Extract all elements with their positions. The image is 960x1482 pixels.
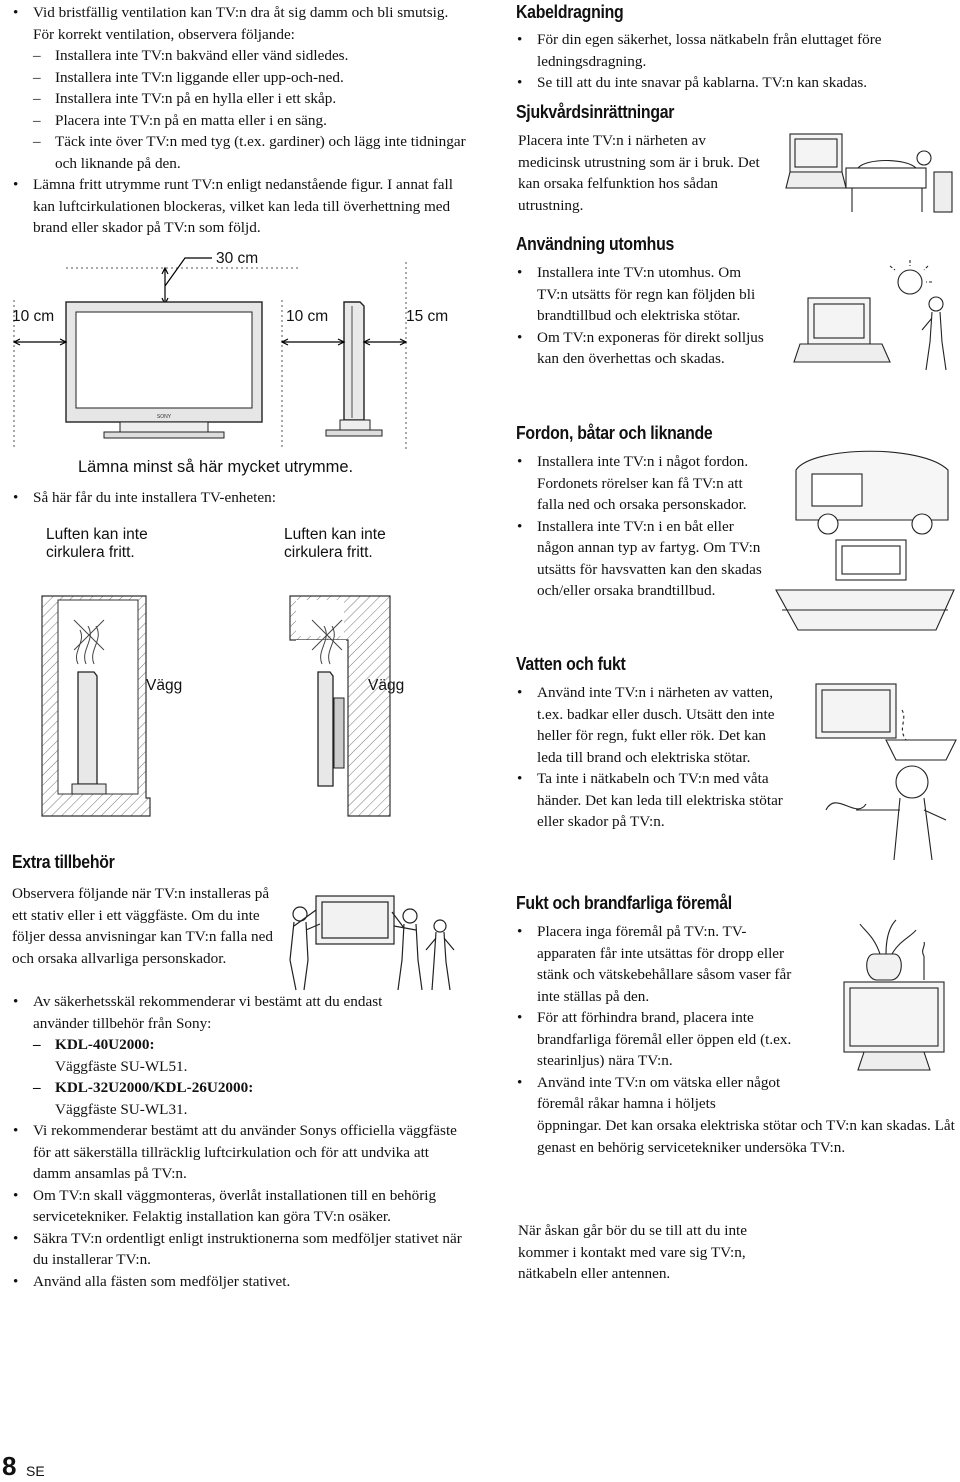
bullet-trip: Se till att du inte snavar på kablarna. … — [516, 72, 956, 94]
wall-install-diagram — [41, 595, 391, 817]
svg-text:SONY: SONY — [157, 414, 172, 420]
clearance-caption: Lämna minst så här mycket utrymme. — [78, 458, 354, 476]
bullet-boat: Installera inte TV:n i en båt eller någo… — [516, 516, 766, 602]
clearance-right-label: 15 cm — [406, 308, 449, 325]
bullet-ventilation: Vid bristfällig ventilation kan TV:n dra… — [12, 2, 462, 45]
kabel-bullets: För din egen säkerhet, lossa nätkabeln f… — [516, 29, 956, 94]
clearance-top-label: 30 cm — [216, 250, 259, 267]
dash-item: Installera inte TV:n liggande eller upp-… — [12, 67, 462, 89]
outdoor-illustration — [793, 260, 947, 371]
model-1-mount-line: Väggfäste SU-WL51. — [12, 1056, 462, 1078]
bullet-secure: Säkra TV:n ordentligt enligt instruktion… — [12, 1228, 462, 1271]
utomhus-bullets: Installera inte TV:n utomhus. Om TV:n ut… — [516, 262, 766, 370]
wall-label-1: Vägg — [146, 677, 183, 694]
dash-item: Placera inte TV:n på en matta eller i en… — [12, 110, 462, 132]
air-label-1: Luften kan inte cirkulera fritt. — [46, 526, 148, 561]
tv-in-cabinet — [71, 671, 107, 795]
bullet-vehicle: Installera inte TV:n i något fordon. For… — [516, 451, 766, 516]
fukt-bullets: Placera inga föremål på TV:n. TV-apparat… — [516, 921, 806, 1115]
ventilation-bullets: Vid bristfällig ventilation kan TV:n dra… — [12, 2, 466, 239]
tv-side — [325, 301, 383, 437]
vatten-bullets: Använd inte TV:n i närheten av vatten, t… — [516, 682, 784, 833]
bullet-wall-mount: Om TV:n skall väggmonteras, överlåt inst… — [12, 1185, 462, 1228]
bullet-sun: Om TV:n exponeras för direkt solljus kan… — [516, 327, 766, 370]
kabel-heading: Kabeldragning — [516, 2, 624, 22]
air-label-2: Luften kan inte cirkulera fritt. — [284, 526, 386, 561]
bullet-fire: För att förhindra brand, placera inte br… — [516, 1007, 806, 1072]
page-language: SE — [26, 1463, 45, 1479]
wall-intro-bullet: Så här får du inte installera TV-enheten… — [12, 487, 473, 509]
clearance-diagram: SONY — [12, 257, 408, 449]
tv-on-wall — [317, 671, 345, 787]
clearance-left-label: 10 cm — [12, 308, 55, 325]
model-1: KDL-40U2000: — [12, 1034, 462, 1056]
vase-candle-illustration — [843, 919, 945, 1071]
bullet-liquid: Använd inte TV:n om vätska eller något f… — [516, 1072, 813, 1115]
tv-front: SONY — [65, 301, 263, 439]
dash-item: Täck inte över TV:n med tyg (t.ex. gardi… — [12, 131, 475, 174]
bullet-objects: Placera inga föremål på TV:n. TV-apparat… — [516, 921, 801, 1007]
page-number: 8 — [2, 1451, 17, 1481]
airflow-icon — [73, 619, 105, 665]
bullet-unplug: För din egen säkerhet, lossa nätkabeln f… — [516, 29, 956, 72]
vehicle-boat-illustration — [775, 450, 955, 631]
fordon-heading: Fordon, båtar och liknande — [516, 423, 713, 443]
water-illustration — [815, 683, 957, 861]
vatten-heading: Vatten och fukt — [516, 654, 626, 674]
extra-bullets: Av säkerhetsskäl rekommenderar vi bestäm… — [12, 991, 462, 1292]
thunder-text: När åskan går bör du se till att du inte… — [518, 1222, 748, 1282]
bullet-liquid-continued: öppningar. Det kan orsaka elektriska stö… — [537, 1117, 955, 1156]
clearance-middle-label: 10 cm — [286, 308, 329, 325]
people-install-illustration — [289, 895, 455, 991]
model-2: KDL-32U2000/KDL-26U2000: — [12, 1077, 462, 1099]
extra-heading: Extra tillbehör — [12, 852, 115, 872]
bullet-official-mount: Vi rekommenderar bestämt att du använder… — [12, 1120, 462, 1185]
bullet-brackets: Använd alla fästen som medföljer stative… — [12, 1271, 462, 1293]
sjukvard-text: Placera inte TV:n i närheten av medicins… — [518, 132, 760, 214]
dash-item: Installera inte TV:n på en hylla eller i… — [12, 88, 462, 110]
bullet-clearance: Lämna fritt utrymme runt TV:n enligt ned… — [12, 174, 462, 239]
utomhus-heading: Användning utomhus — [516, 234, 675, 254]
bullet-wet-hands: Ta inte i nätkabeln och TV:n med våta hä… — [516, 768, 784, 833]
airflow-icon — [311, 619, 343, 665]
fordon-bullets: Installera inte TV:n i något fordon. For… — [516, 451, 766, 602]
bullet-accessories: Av säkerhetsskäl rekommenderar vi bestäm… — [12, 991, 415, 1034]
bullet-outdoor: Installera inte TV:n utomhus. Om TV:n ut… — [516, 262, 766, 327]
dash-item: Installera inte TV:n bakvänd eller vänd … — [12, 45, 462, 67]
sjukvard-heading: Sjukvårdsinrättningar — [516, 102, 675, 122]
extra-intro: Observera följande när TV:n installeras … — [12, 885, 273, 967]
fukt-heading: Fukt och brandfarliga föremål — [516, 893, 732, 913]
model-1-mount: Väggfäste SU-WL51. — [55, 1057, 188, 1075]
hospital-illustration — [785, 133, 953, 213]
model-2-mount-line: Väggfäste SU-WL31. — [12, 1099, 462, 1121]
model-2-mount: Väggfäste SU-WL31. — [55, 1100, 188, 1118]
bullet-water: Använd inte TV:n i närheten av vatten, t… — [516, 682, 777, 768]
